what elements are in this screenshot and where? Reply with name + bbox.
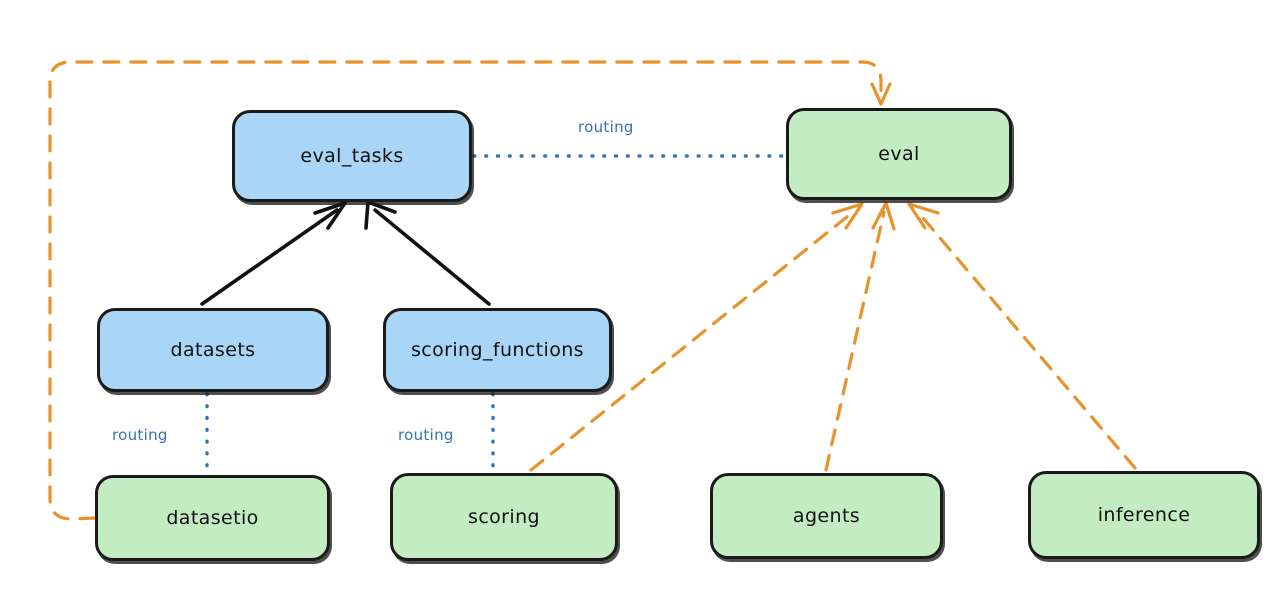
node-scoring-functions[interactable]: scoring_functions [383, 308, 612, 392]
node-label-scoring: scoring [468, 505, 540, 528]
edge-label-routing-eval-tasks: routing [578, 118, 634, 136]
node-label-eval-tasks: eval_tasks [300, 144, 404, 167]
edge-datasets-evaltasks [200, 201, 347, 306]
node-eval-tasks[interactable]: eval_tasks [232, 110, 472, 202]
edge-agents-eval [824, 201, 896, 472]
edge-label-routing-scoring-functions: routing [398, 426, 454, 444]
node-label-scoring-functions: scoring_functions [411, 338, 584, 361]
node-inference[interactable]: inference [1028, 471, 1260, 559]
edge-label-routing-datasets: routing [112, 426, 168, 444]
node-label-agents: agents [792, 504, 861, 527]
node-label-eval: eval [878, 142, 920, 165]
node-datasets[interactable]: datasets [97, 308, 329, 392]
node-label-datasets: datasets [170, 338, 256, 361]
node-datasetio[interactable]: datasetio [95, 475, 330, 561]
edge-scoringfunctions-evaltasks [364, 200, 491, 306]
node-scoring[interactable]: scoring [390, 473, 618, 561]
edge-inference-eval [907, 202, 1137, 470]
node-label-inference: inference [1097, 503, 1191, 526]
node-eval[interactable]: eval [786, 108, 1012, 200]
node-label-datasetio: datasetio [166, 506, 259, 529]
node-agents[interactable]: agents [710, 473, 943, 559]
